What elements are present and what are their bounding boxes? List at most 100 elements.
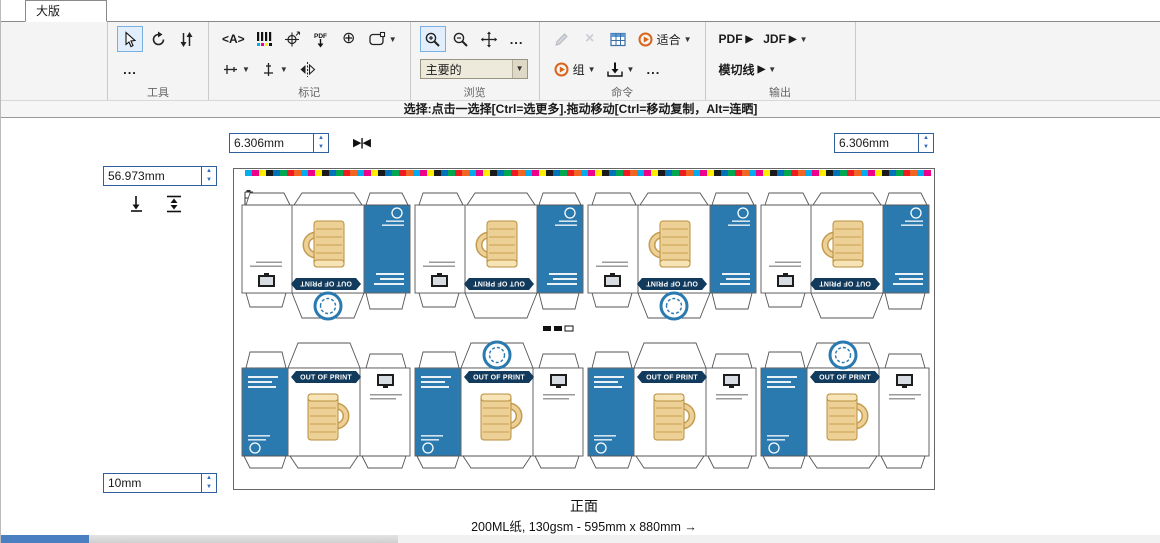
select-tool-button[interactable] <box>117 26 143 52</box>
carton-blank[interactable] <box>415 342 583 468</box>
view-preset-value: 主要的 <box>425 62 462 77</box>
toolbar-group-label-commands: 命令 <box>611 87 634 99</box>
chevron-down-icon: ▼ <box>388 34 397 44</box>
diecut-label: 模切线 <box>718 62 755 77</box>
output-diecut-button[interactable]: 模切线 ▶ ▼ <box>715 56 781 82</box>
spin-up-icon[interactable]: ▲ <box>206 168 212 174</box>
margin-left-value[interactable]: 56.973mm <box>108 169 165 183</box>
pdf-label: PDF <box>718 32 743 46</box>
text-mark-icon: <A> <box>222 32 245 46</box>
rotate-icon <box>152 31 164 45</box>
pencil-icon <box>555 32 568 46</box>
margin-bottom-field[interactable]: 10mm ▲ ▼ <box>103 473 217 493</box>
view-more-button[interactable]: ... <box>504 26 530 52</box>
margin-bottom-value[interactable]: 10mm <box>108 476 142 490</box>
fit-button[interactable]: 适合 ▼ <box>633 26 696 52</box>
gap-right-value[interactable]: 6.306mm <box>839 136 890 150</box>
snap-to-edge-icon[interactable] <box>129 194 149 214</box>
tools-more-button[interactable]: ... <box>117 56 143 82</box>
view-preset-select[interactable]: 主要的 ▼ <box>419 59 528 79</box>
pan-button[interactable] <box>476 26 502 52</box>
pdf-mark-icon: PDF <box>314 33 327 47</box>
output-jdf-button[interactable]: JDF ▶ ▼ <box>759 26 811 52</box>
zoom-in-icon <box>425 32 440 47</box>
collapse-gap-button[interactable]: ▶|◀ <box>353 137 371 149</box>
edit-button[interactable] <box>549 26 575 52</box>
sheet-info: 200ML纸, 130gsm - 595mm x 880mm → <box>471 520 697 534</box>
pdf-mark-button[interactable]: PDF <box>307 26 334 52</box>
colorbar <box>245 170 931 176</box>
export-icon <box>606 62 623 77</box>
fit-label: 适合 <box>656 32 681 47</box>
crop-mark-button[interactable]: ▼ <box>218 56 254 82</box>
shape-mark-button[interactable]: ▼ <box>364 26 401 52</box>
colorbar-mark-button[interactable] <box>251 26 277 52</box>
zoom-out-button[interactable] <box>448 26 474 52</box>
margin-bottom-spinner[interactable]: ▲ ▼ <box>201 474 216 492</box>
spin-up-icon[interactable]: ▲ <box>923 135 929 141</box>
zoom-in-button[interactable] <box>419 26 446 52</box>
toolbar-group-view: ... 主要的 ▼ 浏览 <box>411 22 540 100</box>
table-icon <box>610 32 626 46</box>
shape-icon <box>369 31 385 45</box>
carton-blank[interactable] <box>761 193 929 318</box>
chevron-down-icon: ▼ <box>768 64 777 74</box>
spin-up-icon[interactable]: ▲ <box>206 475 212 481</box>
sheet-preview[interactable]: OUT OF PRINT <box>233 168 935 490</box>
margin-left-spinner[interactable]: ▲ ▼ <box>201 167 216 185</box>
margin-left-field[interactable]: 56.973mm ▲ ▼ <box>103 166 217 186</box>
commands-more-button[interactable]: ... <box>640 56 666 82</box>
chevron-down-icon: ▼ <box>242 64 250 74</box>
gap-left-value[interactable]: 6.306mm <box>234 136 285 150</box>
spin-up-icon[interactable]: ▲ <box>318 135 324 141</box>
close-icon: × <box>584 30 595 47</box>
jdf-label: JDF <box>763 32 786 46</box>
carton-blank[interactable] <box>761 342 929 468</box>
text-mark-button[interactable]: <A> <box>218 26 249 52</box>
gap-right-field[interactable]: 6.306mm ▲ ▼ <box>834 133 934 153</box>
toolbar-group-label-tools: 工具 <box>147 87 169 99</box>
spin-down-icon[interactable]: ▼ <box>318 144 324 150</box>
delete-button[interactable]: × <box>577 26 603 52</box>
gap-right-spinner[interactable]: ▲ ▼ <box>918 134 933 152</box>
fold-mark-icon <box>263 62 273 76</box>
carton-blank[interactable] <box>242 343 410 468</box>
distribute-vertical-icon[interactable] <box>165 194 185 214</box>
chevron-down-icon: ▼ <box>799 34 808 44</box>
bottom-bar-active-tab[interactable] <box>1 535 89 543</box>
layout-table-button[interactable] <box>605 26 631 52</box>
toolbar-group-label-view: 浏览 <box>463 87 486 99</box>
registration-mark-button[interactable] <box>279 26 305 52</box>
margin-tools <box>129 194 185 214</box>
gap-left-field[interactable]: 6.306mm ▲ ▼ <box>229 133 329 153</box>
carton-blank[interactable] <box>242 193 410 319</box>
mirror-mark-button[interactable] <box>294 56 321 82</box>
target-mark-button[interactable]: ⊕ <box>336 26 362 52</box>
bottom-bar-panel <box>89 535 398 543</box>
chevron-down-icon: ▼ <box>511 60 527 78</box>
carton-blank[interactable] <box>588 343 756 468</box>
carton-blank[interactable] <box>588 193 756 319</box>
tab-imposition[interactable]: 大版 <box>25 0 108 22</box>
output-arrow-icon: ▶ <box>757 63 766 75</box>
rotate-tool-button[interactable] <box>145 26 171 52</box>
export-button[interactable]: ▼ <box>602 56 639 82</box>
toolbar-group-output: PDF ▶ JDF ▶ ▼ 模切线 ▶ ▼ 输出 <box>706 22 856 100</box>
svg-text:PDF: PDF <box>314 33 327 40</box>
chevron-down-icon: ▼ <box>683 34 692 44</box>
crop-mark-icon <box>224 64 237 74</box>
flip-vertical-tool-button[interactable] <box>173 26 199 52</box>
fold-mark-button[interactable]: ▼ <box>256 56 292 82</box>
pan-icon <box>480 31 497 47</box>
spin-down-icon[interactable]: ▼ <box>206 177 212 183</box>
toolbar-group-label-output: 输出 <box>769 87 792 99</box>
output-pdf-button[interactable]: PDF ▶ <box>715 26 758 52</box>
group-button[interactable]: 组 ▼ <box>549 56 600 82</box>
chevron-down-icon: ▼ <box>626 64 635 74</box>
spin-down-icon[interactable]: ▼ <box>923 144 929 150</box>
toolbar-group-commands: × 适合 ▼ <box>540 22 706 100</box>
mirror-mark-icon <box>300 61 316 77</box>
gap-left-spinner[interactable]: ▲ ▼ <box>313 134 328 152</box>
carton-blank[interactable] <box>415 193 583 318</box>
spin-down-icon[interactable]: ▼ <box>206 484 212 490</box>
